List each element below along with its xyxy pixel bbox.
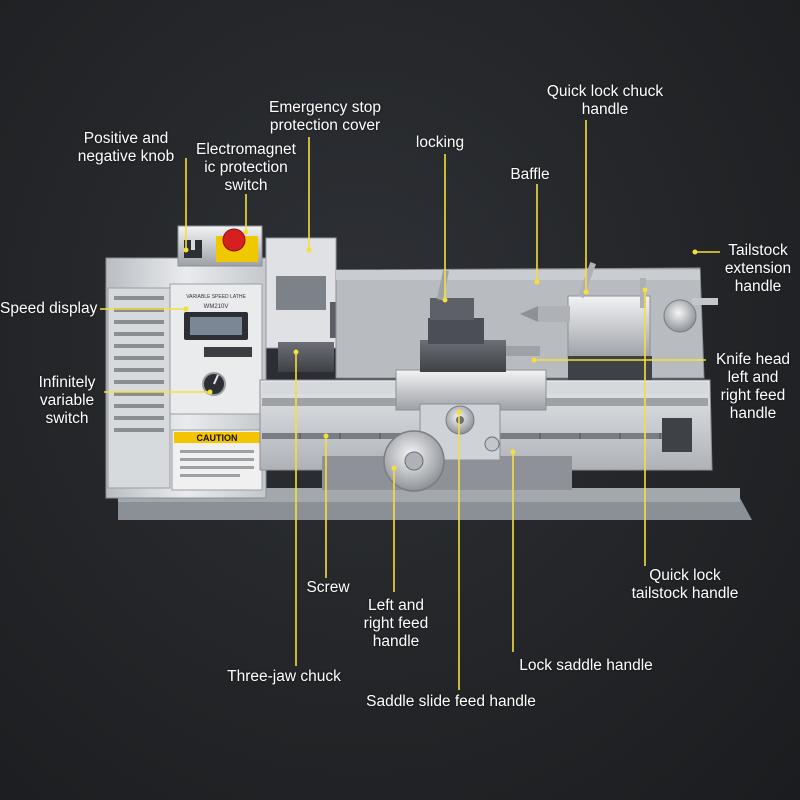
- label-knife-head-feed-handle: Knife head left and right feed handle: [715, 351, 791, 422]
- panel-caption: VARIABLE SPEED LATHE: [186, 294, 246, 300]
- label-tailstock-extension-handle: Tailstock extension handle: [724, 242, 792, 295]
- tailstock-handwheel-handle: [692, 298, 718, 305]
- button-strip: [204, 347, 252, 357]
- base-tray: [118, 498, 752, 520]
- cross-slide: [420, 340, 506, 372]
- saddle-handwheel-hub: [404, 451, 424, 471]
- tool-post-lever: [436, 269, 450, 301]
- label-emergency-stop-cover: Emergency stop protection cover: [269, 99, 381, 134]
- emergency-stop-button: [222, 228, 246, 252]
- speed-chart-rows: [114, 296, 164, 432]
- chuck-guard-window: [276, 276, 326, 310]
- positive-negative-knob-lever: [191, 236, 195, 250]
- label-quick-lock-chuck-handle: Quick lock chuck handle: [546, 83, 664, 118]
- label-screw: Screw: [306, 579, 350, 596]
- speed-knob-pointer: [213, 374, 219, 385]
- label-locking: locking: [415, 134, 465, 151]
- label-quick-lock-tailstock-handle: Quick lock tailstock handle: [631, 567, 739, 602]
- cross-feed-wheel-hub: [456, 416, 464, 424]
- tailstock-lock-lever: [640, 278, 646, 308]
- label-positive-negative-knob: Positive and negative knob: [77, 130, 175, 165]
- tailstock-quill-lock-lever: [578, 262, 596, 298]
- caution-banner: [174, 432, 260, 443]
- tailstock-body: [567, 295, 651, 359]
- caution-text-lines: [180, 450, 254, 477]
- label-three-jaw-chuck: Three-jaw chuck: [227, 668, 341, 685]
- label-electromagnetic-switch: Electromagnet ic protection switch: [196, 141, 296, 194]
- base-plinth: [118, 488, 740, 502]
- bed-right-cap: [662, 418, 692, 452]
- tailstock-quill: [538, 306, 570, 322]
- bed-leg-recess: [322, 456, 572, 490]
- label-saddle-slide-feed-handle: Saddle slide feed handle: [366, 693, 536, 710]
- label-left-right-feed-handle: Left and right feed handle: [363, 597, 429, 650]
- lathe-machine: VARIABLE SPEED LATHE WM210V CAUTION: [105, 225, 752, 520]
- caution-text: CAUTION: [197, 433, 238, 443]
- label-infinitely-variable-switch: Infinitely variable switch: [38, 374, 96, 427]
- leader-lines: [100, 120, 720, 690]
- tool-post: [430, 298, 474, 320]
- three-jaw-chuck-body: [278, 342, 334, 372]
- label-lock-saddle-handle: Lock saddle handle: [519, 657, 653, 674]
- speed-chart-panel: [107, 287, 171, 489]
- label-speed-display: Speed display: [0, 300, 98, 317]
- compound-rest: [428, 318, 484, 344]
- baffle-shade: [336, 270, 700, 280]
- label-baffle: Baffle: [510, 166, 550, 183]
- tailstock-center: [520, 306, 538, 322]
- leader-dots: [183, 229, 698, 471]
- cross-slide-handle: [506, 346, 540, 356]
- speed-display-glass: [190, 317, 242, 335]
- lock-saddle-knob: [484, 436, 500, 452]
- tailstock-handwheel: [663, 299, 697, 333]
- panel-model: WM210V: [204, 304, 229, 310]
